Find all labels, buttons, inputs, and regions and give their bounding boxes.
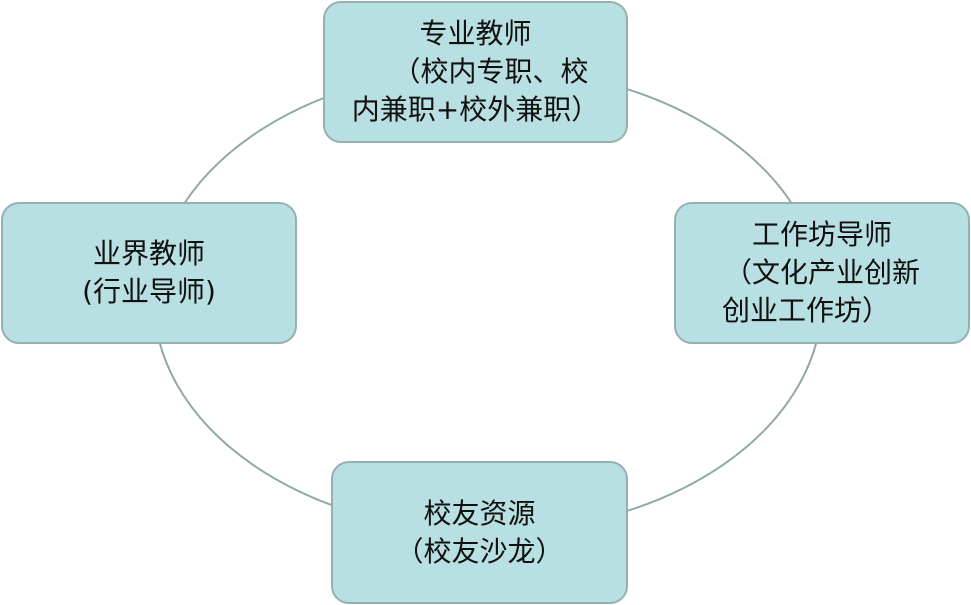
node-line: （文化产业创新 [723,256,920,289]
node-line: （校友沙龙） [395,534,564,568]
node-line: (行业导师) [82,275,216,308]
node-line: 业界教师 [92,237,205,270]
node-line: 工作坊导师 [751,218,892,251]
node-alumni-resources: 校友资源 （校友沙龙） [331,461,628,604]
node-line: （校内专职、校 [392,55,589,88]
node-industry-teachers: 业界教师 (行业导师) [1,202,297,344]
node-professional-teachers: 专业教师 （校内专职、校 内兼职+校外兼职） [323,1,628,143]
node-line: 创业工作坊） [722,294,891,327]
node-line: 校友资源 [423,496,536,530]
node-workshop-mentors: 工作坊导师 （文化产业创新 创业工作坊） [674,202,970,344]
node-line: 专业教师 [419,17,532,50]
node-line: 内兼职+校外兼职） [351,93,600,126]
